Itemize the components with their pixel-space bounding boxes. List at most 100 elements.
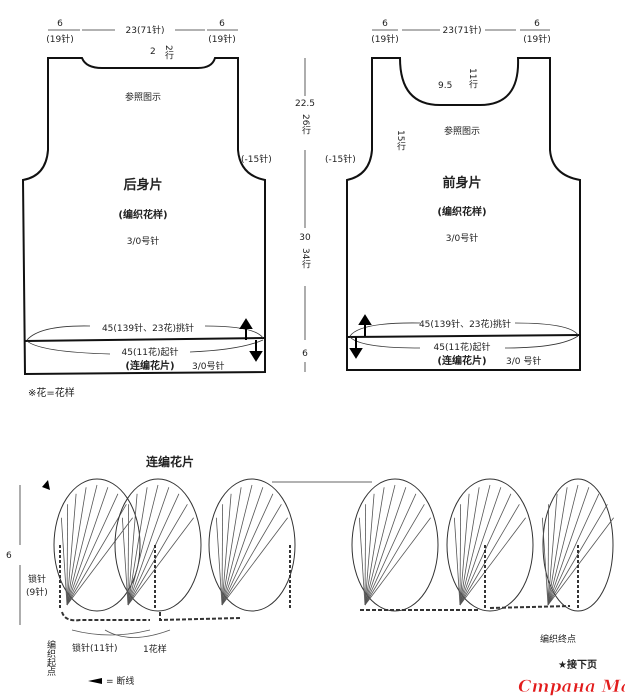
back-band-hook: 3/0号针 xyxy=(192,360,225,372)
front-piece-outline xyxy=(346,57,581,371)
stitch-line xyxy=(547,493,600,606)
back-shoulder-left-cm: 6 xyxy=(57,19,63,29)
stitch-line xyxy=(66,493,119,606)
stitch-line xyxy=(364,487,407,606)
chart-start: 编织起点 xyxy=(45,639,56,677)
stitch-line xyxy=(127,493,138,606)
front-shoulder-left-cm: 6 xyxy=(382,19,388,29)
front-shoulder-right-st: (19针) xyxy=(523,33,550,45)
stitch-line xyxy=(66,487,109,606)
repeat-bracket xyxy=(71,629,171,638)
chart-title: 连编花片 xyxy=(146,454,194,469)
stitch-line xyxy=(221,487,242,606)
front-band-cast-on: 45(11花)起针 xyxy=(434,341,491,353)
stitch-line xyxy=(459,504,462,606)
stitch-line xyxy=(127,517,194,606)
back-shoulder-left-st: (19针) xyxy=(46,33,73,45)
stitch-line xyxy=(221,504,224,606)
back-refer-chart: 参照图示 xyxy=(125,91,161,103)
stitch-line xyxy=(127,487,148,606)
stitch-line xyxy=(221,504,282,606)
stitch-line xyxy=(221,484,253,606)
back-band-label: (连编花片) xyxy=(125,359,174,372)
continue-next-page: ★接下页 xyxy=(558,658,597,671)
back-shoulder-right-cm: 6 xyxy=(219,19,225,29)
back-band-cast-on: 45(11花)起针 xyxy=(122,346,179,358)
chart-height: 6 xyxy=(6,551,12,561)
lower-height-cm: 30 xyxy=(299,233,311,243)
front-neck-depth: 9.5 xyxy=(438,81,452,91)
cut-yarn-marker xyxy=(42,480,50,490)
back-band-line xyxy=(24,337,266,342)
front-piece-title: 前身片 xyxy=(442,175,481,191)
stitch-line xyxy=(66,487,87,606)
fan-motif xyxy=(351,478,439,612)
stitch-line xyxy=(547,487,590,606)
stitch-line xyxy=(127,484,159,606)
stitch-line xyxy=(121,517,129,606)
stitch-line xyxy=(459,487,480,606)
stitch-line xyxy=(459,504,520,606)
chart-cut-legend: = 断线 xyxy=(106,675,134,687)
fan-motif xyxy=(446,478,534,612)
upper-height-rows: 26行 xyxy=(300,114,311,135)
back-band-pickup: 45(139针、23花)挑针 xyxy=(102,322,194,334)
stitch-line xyxy=(547,504,550,606)
front-band-line xyxy=(346,334,581,338)
stitch-line xyxy=(459,517,526,606)
front-armhole-rows: 15行 xyxy=(395,130,406,151)
flower-note: ※花=花样 xyxy=(28,386,75,399)
stitch-line xyxy=(215,517,223,606)
stitch-line xyxy=(66,484,98,606)
upper-height-cm: 22.5 xyxy=(295,99,315,109)
stitch-line xyxy=(547,493,558,606)
stitch-line xyxy=(66,517,133,606)
stitch-line xyxy=(453,517,461,606)
back-armhole-dec: (-15针) xyxy=(241,153,272,165)
stitch-line xyxy=(364,484,396,606)
stitch-line xyxy=(547,484,579,606)
front-shoulder-right-cm: 6 xyxy=(534,19,540,29)
chain-base xyxy=(61,605,571,622)
back-hook: 3/0号针 xyxy=(127,235,160,247)
stitch-line xyxy=(364,504,367,606)
stitch-line xyxy=(459,487,502,606)
crochet-fan-chart xyxy=(42,478,614,638)
stitch-line xyxy=(221,487,264,606)
stitch-line xyxy=(364,487,385,606)
fan-motif xyxy=(542,478,614,612)
stitch-line xyxy=(66,504,69,606)
stitch-line xyxy=(221,517,288,606)
chart-end: 编织终点 xyxy=(540,633,576,645)
stitch-line xyxy=(547,504,608,606)
stitch-line xyxy=(364,493,375,606)
stitch-line xyxy=(127,487,170,606)
stitch-line xyxy=(66,504,127,606)
chart-chain-base: 锁针(11针) xyxy=(72,642,117,654)
back-piece-title: 后身片 xyxy=(123,177,162,193)
stitch-line xyxy=(127,493,180,606)
stitch-line xyxy=(127,504,130,606)
stitch-line xyxy=(364,504,425,606)
front-band-hook: 3/0 号针 xyxy=(506,355,541,367)
stitch-line xyxy=(364,517,431,606)
back-neck-depth: 2 xyxy=(150,47,156,57)
stitch-line xyxy=(364,493,417,606)
back-shoulder-right-st: (19针) xyxy=(208,33,235,45)
front-refer-chart: 参照图示 xyxy=(444,125,480,137)
stitch-line xyxy=(459,493,512,606)
back-neck-width: 23(71针) xyxy=(126,24,165,36)
cut-yarn-icon xyxy=(88,678,102,684)
stitch-line xyxy=(358,517,366,606)
back-pattern: (编织花样) xyxy=(118,208,167,221)
front-armhole-dec: (-15针) xyxy=(325,153,356,165)
stitch-line xyxy=(127,504,188,606)
stitch-line xyxy=(221,493,232,606)
front-shoulder-left-st: (19针) xyxy=(371,33,398,45)
front-hook: 3/0号针 xyxy=(446,232,479,244)
front-neck-rows: 11行 xyxy=(467,68,478,89)
front-neck-width: 23(71针) xyxy=(443,24,482,36)
fan-motif xyxy=(114,478,202,612)
front-band-label: (连编花片) xyxy=(437,354,486,367)
